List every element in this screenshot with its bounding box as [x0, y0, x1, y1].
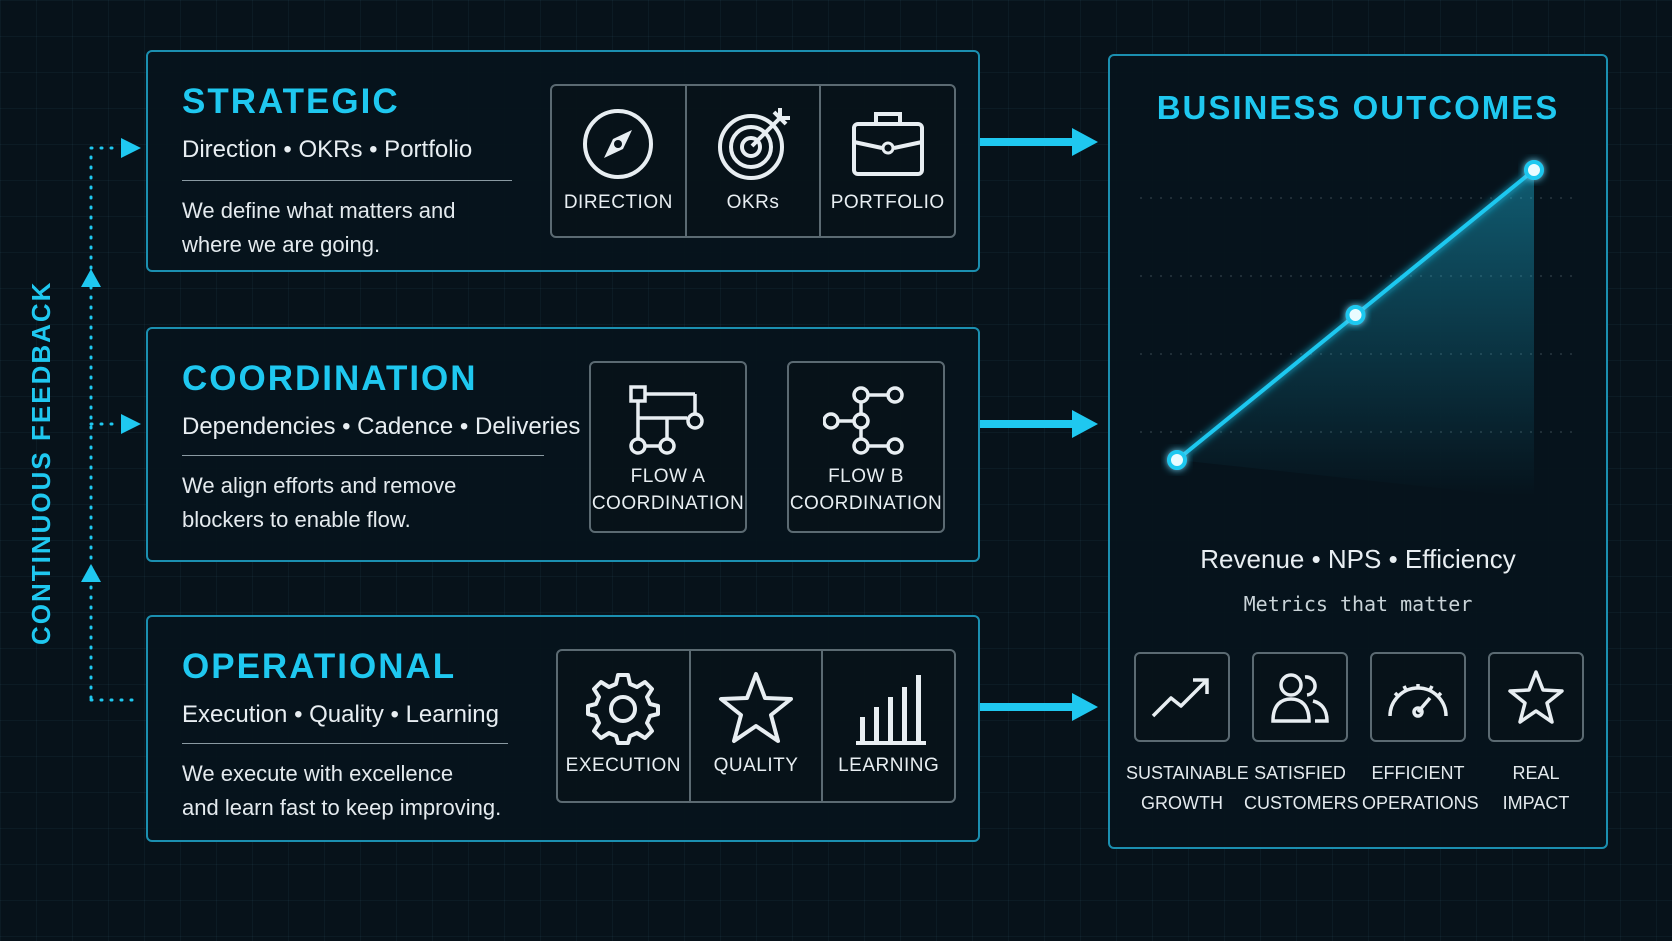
real-impact-label: REAL IMPACT [1502, 763, 1570, 813]
operational-icon-group: EXECUTION QUALITY LEARNING [556, 649, 956, 803]
operational-divider [182, 743, 508, 744]
business-outcomes-panel: BUSINESS OUTCOMES Revenue • NPS • Effici… [1108, 54, 1608, 849]
strategic-divider [182, 180, 512, 181]
operational-to-outcomes-arrow [980, 693, 1098, 721]
direction-item[interactable]: DIRECTION [552, 86, 687, 236]
execution-label: EXECUTION [565, 755, 682, 776]
strategic-to-outcomes-arrow [980, 128, 1098, 156]
coordination-description: We align efforts and remove blockers to … [182, 473, 457, 532]
real-impact-item[interactable]: REAL IMPACT [1480, 652, 1592, 818]
strategic-subtitle: Direction • OKRs • Portfolio [182, 136, 473, 163]
flow-a-label-line1: FLOW A [630, 466, 706, 487]
okrs-label: OKRs [726, 192, 780, 213]
strategic-title: STRATEGIC [182, 82, 400, 121]
flow-a-coordination-item[interactable]: FLOW A COORDINATION [589, 361, 747, 533]
coordination-to-outcomes-arrow [980, 410, 1098, 438]
bar-chart-icon [855, 675, 926, 745]
trend-area [1177, 170, 1534, 496]
coordination-divider [182, 455, 544, 456]
portfolio-label: PORTFOLIO [830, 192, 945, 213]
direction-label: DIRECTION [563, 192, 673, 213]
target-icon [718, 108, 790, 180]
flow-b-coordination-item[interactable]: FLOW B COORDINATION [787, 361, 945, 533]
efficient-operations-label: EFFICIENT OPERATIONS [1362, 763, 1479, 813]
flow-a-label-line2: COORDINATION [591, 493, 745, 514]
okrs-item[interactable]: OKRs [687, 86, 822, 236]
flow-b-label-line2: COORDINATION [789, 493, 943, 514]
trend-up-icon [1151, 678, 1209, 718]
gear-icon [586, 673, 661, 745]
outcome-trend-chart [1140, 160, 1580, 496]
quality-label: QUALITY [713, 755, 799, 776]
flow-tree-icon [823, 386, 904, 455]
operational-description: We execute with excellence and learn fas… [182, 761, 502, 820]
metrics-subheading: Metrics that matter [1243, 592, 1473, 616]
coordination-title: COORDINATION [182, 359, 478, 398]
operational-layer-panel: OPERATIONAL Execution • Quality • Learni… [146, 615, 980, 842]
portfolio-item[interactable]: PORTFOLIO [821, 86, 954, 236]
learning-item[interactable]: LEARNING [823, 651, 954, 801]
star-icon [719, 672, 793, 743]
gauge-icon [1388, 684, 1448, 718]
business-outcomes-title: BUSINESS OUTCOMES [1156, 89, 1560, 126]
satisfied-customers-item[interactable]: SATISFIED CUSTOMERS [1244, 652, 1359, 818]
coordination-subtitle: Dependencies • Cadence • Deliveries [182, 413, 581, 440]
strategic-icon-group: DIRECTION OKRs PORTFOLIO [550, 84, 956, 238]
compass-icon [583, 109, 654, 179]
continuous-feedback-label: CONTINUOUS FEEDBACK [26, 280, 56, 645]
quality-item[interactable]: QUALITY [691, 651, 824, 801]
efficient-operations-item[interactable]: EFFICIENT OPERATIONS [1362, 652, 1479, 818]
flow-network-icon [629, 385, 704, 455]
learning-label: LEARNING [838, 755, 940, 776]
sustainable-growth-item[interactable]: SUSTAINABLE GROWTH [1126, 652, 1249, 818]
feedback-connector [81, 138, 141, 702]
star-icon [1508, 670, 1564, 724]
trend-point-2 [1345, 305, 1366, 325]
strategic-layer-panel: STRATEGIC Direction • OKRs • Portfolio W… [146, 50, 980, 272]
trend-point-3 [1524, 160, 1544, 180]
operational-subtitle: Execution • Quality • Learning [182, 701, 499, 728]
flow-b-label-line1: FLOW B [828, 466, 904, 487]
satisfied-customers-label: SATISFIED CUSTOMERS [1244, 763, 1359, 813]
briefcase-icon [851, 112, 924, 176]
sustainable-growth-label: SUSTAINABLE GROWTH [1126, 763, 1249, 813]
strategic-description: We define what matters and where we are … [182, 198, 456, 257]
users-icon [1271, 673, 1329, 723]
metrics-heading: Revenue • NPS • Efficiency [1200, 544, 1516, 574]
coordination-layer-panel: COORDINATION Dependencies • Cadence • De… [146, 327, 980, 562]
operational-title: OPERATIONAL [182, 647, 457, 686]
execution-item[interactable]: EXECUTION [558, 651, 691, 801]
trend-point-1 [1167, 450, 1187, 470]
